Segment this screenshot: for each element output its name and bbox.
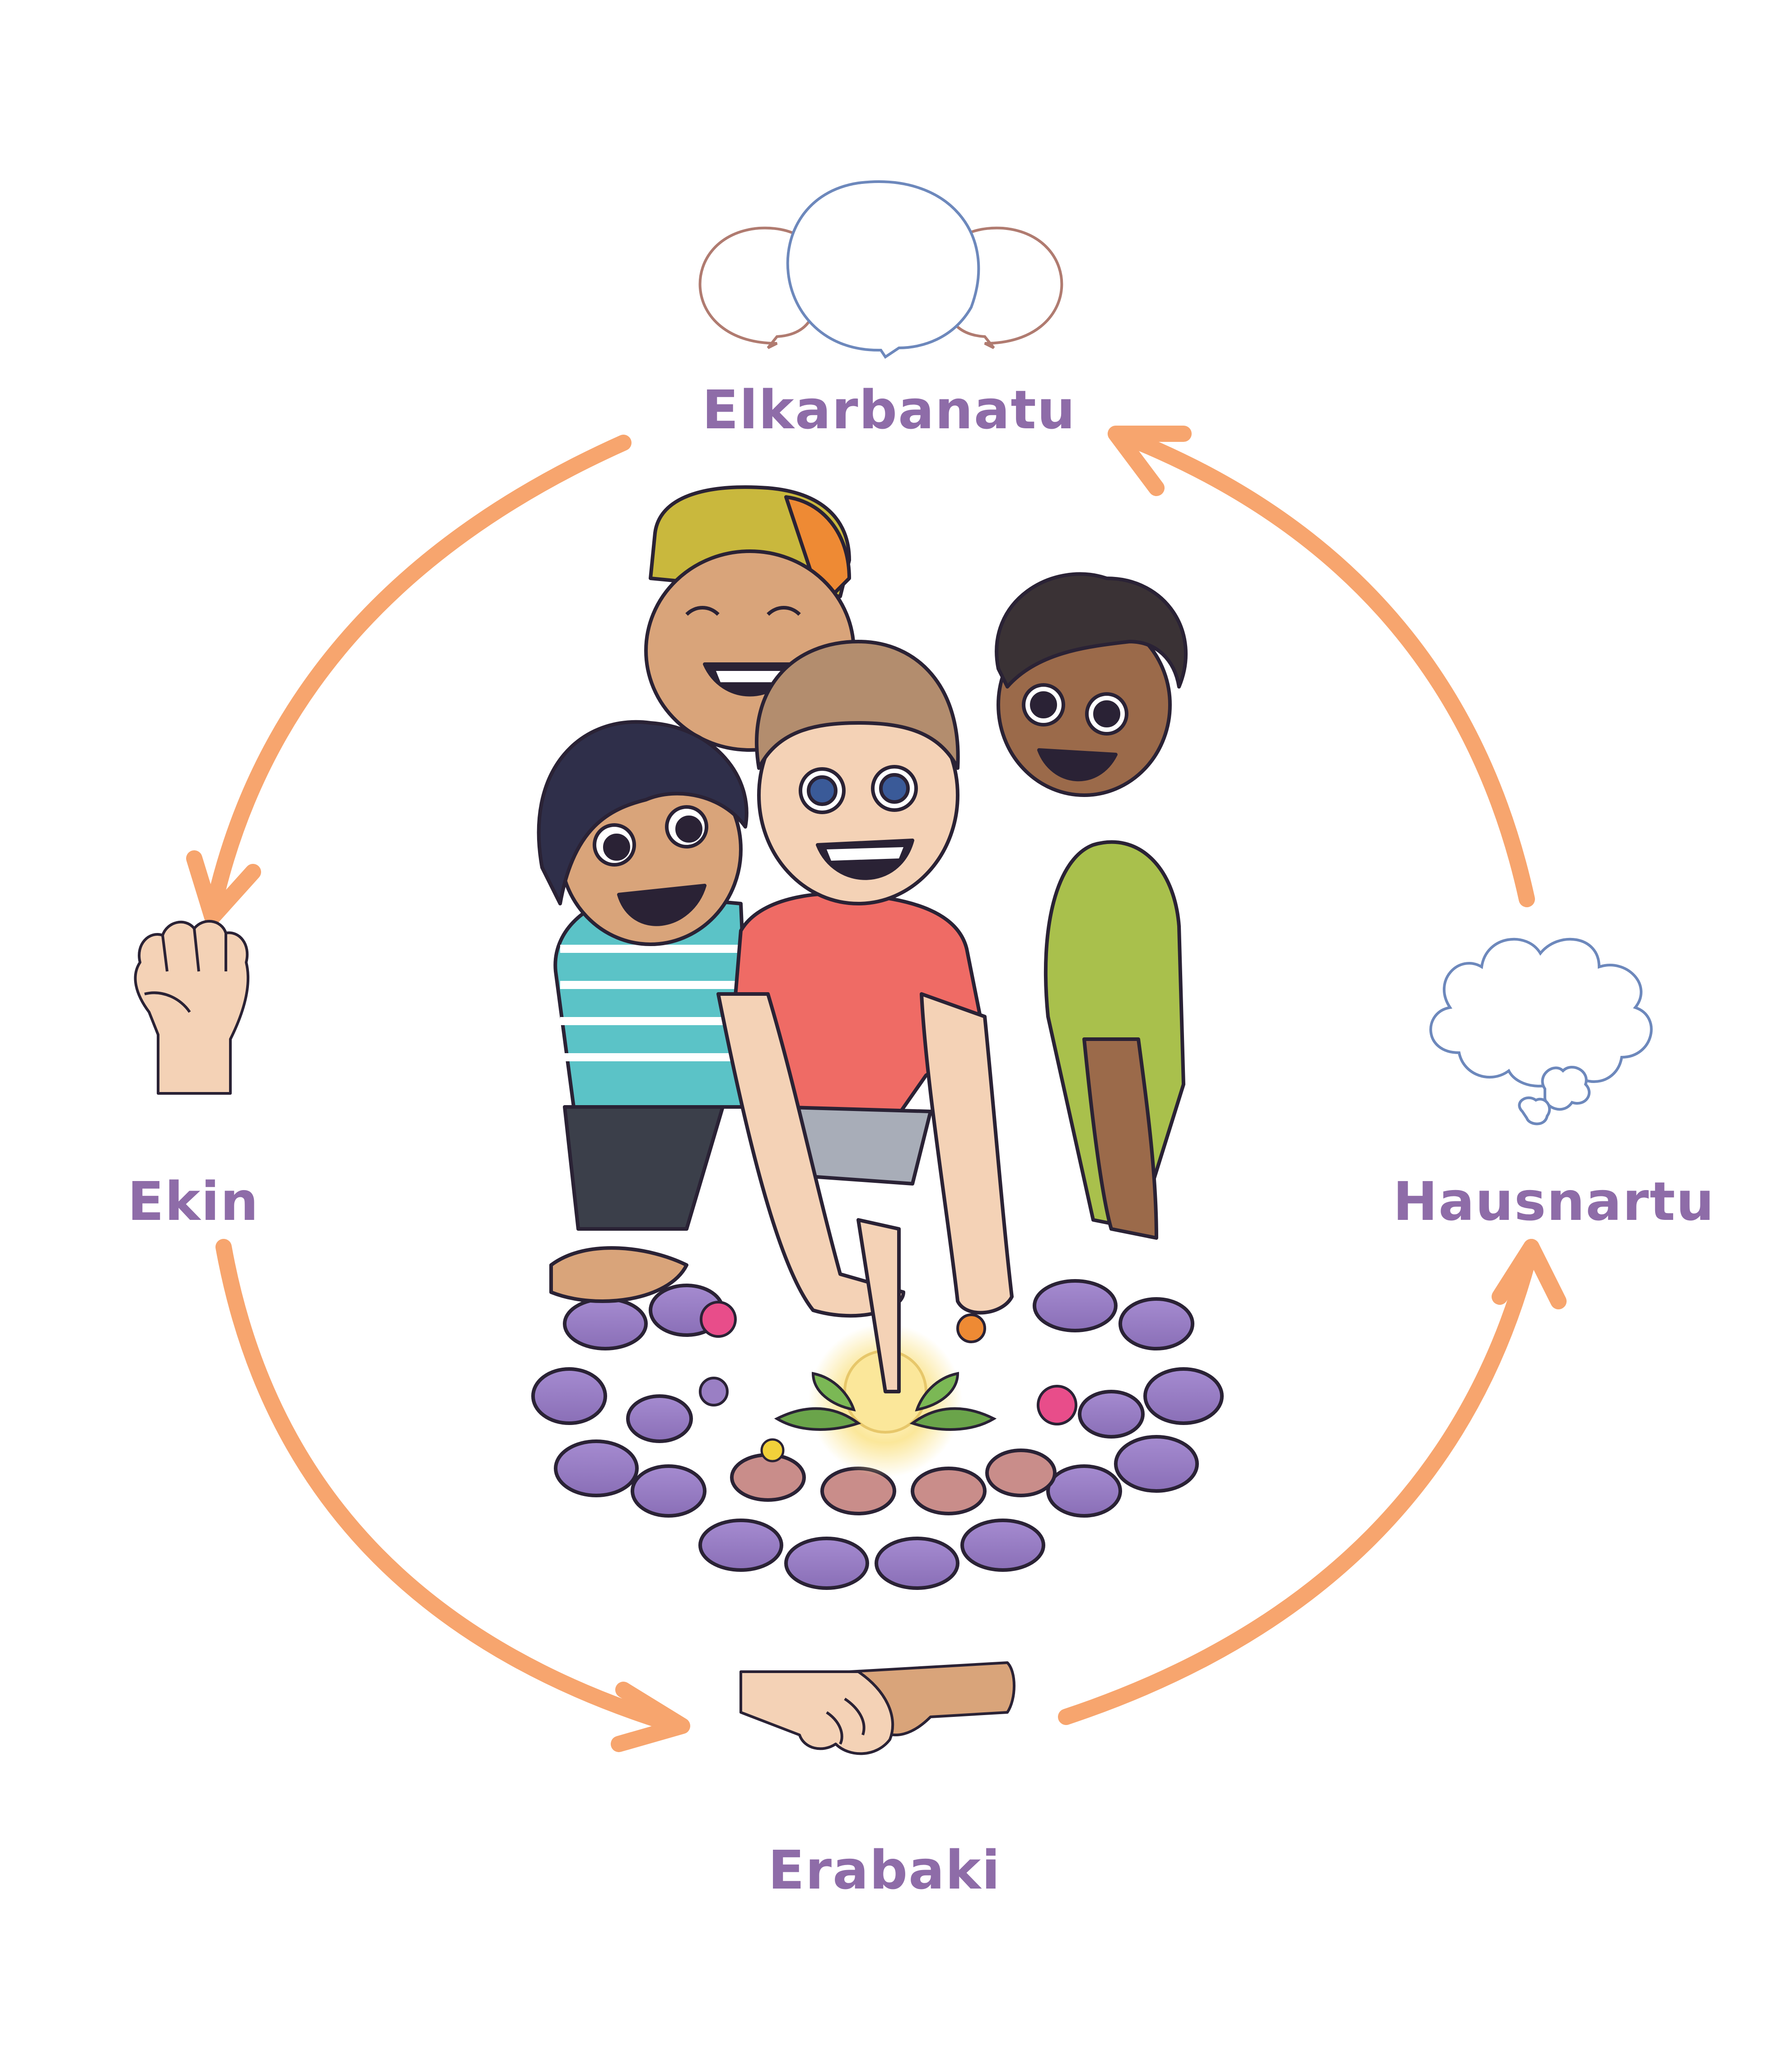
cycle-arrows xyxy=(186,426,1567,1752)
label-hausnartu: Hausnartu xyxy=(1393,1170,1715,1233)
arrow-share-to-act xyxy=(204,435,632,921)
label-elkarbanatu: Elkarbanatu xyxy=(702,379,1076,441)
arrow-act-to-decide xyxy=(215,1239,686,1734)
label-erabaki: Erabaki xyxy=(768,1839,1001,1901)
child-curly-hair xyxy=(995,572,1188,1240)
raised-fist-icon xyxy=(134,920,249,1095)
glowing-seed xyxy=(699,1301,1077,1477)
arrow-head-act-to-decide xyxy=(611,1682,690,1752)
handshake-icon xyxy=(739,1661,1015,1755)
arrow-head-reflect xyxy=(1492,1239,1567,1309)
child-striped-shirt xyxy=(537,720,752,1303)
children-group-illustration xyxy=(531,485,1224,1590)
arrow-decide-to-reflect xyxy=(1058,1239,1539,1725)
arrow-reflect-to-share xyxy=(1121,430,1535,907)
arrow-head-share xyxy=(1108,426,1192,496)
label-ekin: Ekin xyxy=(127,1170,259,1233)
child-coral-shirt xyxy=(716,640,1014,1393)
arrow-head-share-to-act xyxy=(186,850,261,925)
speech-bubbles-icon xyxy=(698,180,1063,359)
thought-cloud-icon xyxy=(1429,938,1653,1125)
